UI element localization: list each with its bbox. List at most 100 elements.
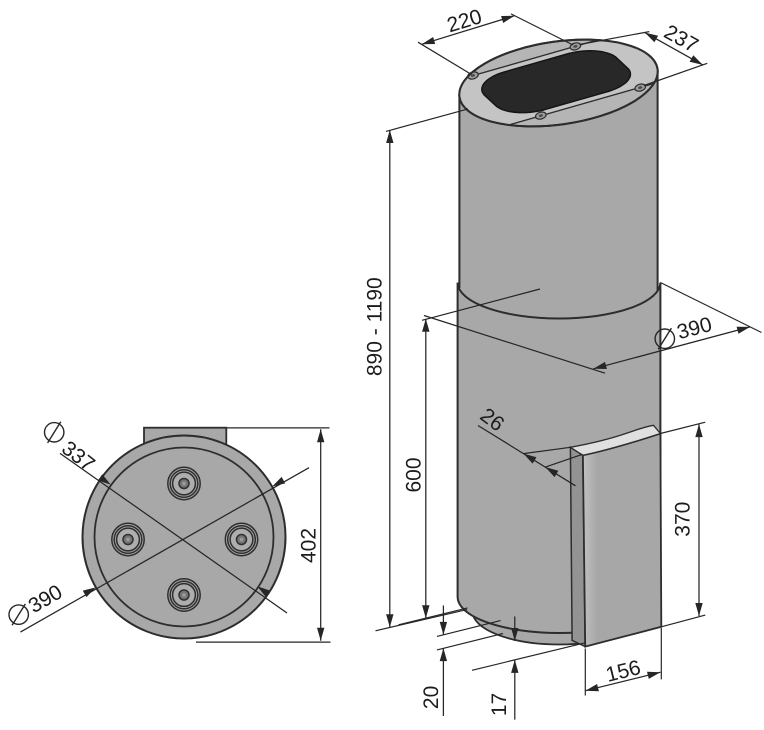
lamp-ring-outer — [224, 522, 259, 557]
lamp-ring-middle — [113, 524, 143, 555]
lamp-icon — [167, 466, 201, 501]
mounting-hole-center — [470, 74, 476, 77]
dim-156-arrow-left — [585, 684, 599, 692]
dim-402-label: 402 — [298, 528, 321, 563]
diameter-symbol-circle — [654, 328, 676, 350]
lamp-ring-middle — [169, 468, 199, 499]
diameter-symbol-circle — [8, 604, 30, 625]
dim-390iso-label: 390 — [675, 313, 715, 344]
diameter-symbol-slash — [11, 603, 26, 626]
chimney-body — [459, 70, 658, 326]
dim-20-label: 20 — [420, 686, 443, 709]
diameter-symbol-slash — [47, 421, 62, 444]
dim-600-ref-bottom — [398, 607, 468, 626]
dim-237-ext-right — [643, 62, 708, 87]
dim-156-label: 156 — [604, 656, 644, 687]
lamp-ring-outer — [167, 578, 201, 612]
dim-890-label: 890 - 1190 — [364, 277, 387, 376]
dim-337-line — [59, 452, 288, 614]
dim-600-arrow-top — [422, 318, 430, 332]
dim-890-arrow-top — [386, 130, 394, 143]
dim-337-label: 337 — [57, 437, 99, 477]
dim-17-arrow-top — [511, 628, 519, 641]
dim-600-arrow-bottom — [422, 605, 430, 619]
dim-337-arrow-lower — [257, 586, 270, 597]
dim-370-ext-bottom — [661, 614, 706, 628]
dim-20-arrow-top — [439, 621, 448, 635]
dim-390iso-arrow-right — [736, 326, 751, 334]
lamp-ring-outer — [167, 466, 201, 501]
dim-390bl-arrow-lower — [82, 587, 96, 598]
dim-600-ref-top — [421, 288, 541, 321]
dim-17-label: 17 — [488, 693, 511, 716]
dim-890-arrow-bottom — [386, 614, 394, 628]
lamp-ring-inner — [115, 527, 141, 552]
lamp-ring-middle — [169, 580, 199, 610]
dim-237-arrow-left — [644, 32, 659, 43]
lamp-bulb-highlight — [126, 537, 130, 542]
dim-390iso-ext-right — [660, 281, 762, 334]
dim-20-ref-top — [436, 620, 501, 637]
dim-220-ext-left — [417, 41, 472, 76]
dim-26-ext-back — [523, 446, 571, 455]
air-outlet-opening — [481, 50, 632, 114]
dim-220-arrow-left — [421, 37, 436, 45]
inner-circle — [93, 446, 275, 628]
diameter-symbol-icon — [8, 603, 30, 626]
bottom-view — [81, 426, 287, 640]
dim-390iso-line — [593, 326, 751, 370]
dim-390bl-label: 390 — [25, 581, 67, 618]
lamp-ring-inner — [229, 527, 254, 552]
dim-26-ext-front — [545, 453, 583, 468]
lamp-bulb-highlight — [182, 593, 186, 597]
lamp-icon — [224, 522, 259, 557]
dim-390iso-arrow-left — [593, 361, 607, 369]
dim-390bl-arrow-upper — [272, 476, 286, 487]
dim-237-label: 237 — [660, 20, 702, 57]
lamp-icon — [111, 522, 145, 557]
dim-402-arrow-top — [317, 429, 325, 443]
dim-220-arrow-right — [501, 15, 515, 23]
lamp-ring-outer — [111, 522, 145, 557]
dim-17-ref — [471, 642, 586, 671]
lamp-bulb-highlight — [239, 537, 244, 542]
dim-20-ref-bottom — [436, 632, 504, 651]
diameter-symbol-icon — [43, 421, 65, 444]
iso-view — [453, 27, 664, 648]
dim-370-arrow-bottom — [695, 603, 703, 616]
dim-370-label: 370 — [671, 502, 694, 537]
dim-337-arrow-upper — [98, 474, 111, 485]
dim-390bl-line — [20, 467, 310, 633]
mounting-hole-center — [573, 45, 578, 48]
dim-390iso-ext-left — [423, 314, 606, 374]
dim-600-label: 600 — [403, 457, 426, 492]
mounting-hole-center — [638, 86, 643, 89]
mounting-hole-center — [538, 114, 543, 117]
lamp-icon — [167, 578, 201, 612]
top-face-rim — [458, 38, 659, 128]
dim-156-arrow-right — [647, 671, 661, 679]
dim-220-label: 220 — [444, 5, 484, 37]
diameter-symbol-slash — [657, 327, 672, 350]
lamp-ring-inner — [171, 582, 197, 608]
dim-370-arrow-top — [695, 424, 703, 438]
lamp-ring-inner — [171, 471, 197, 496]
panel-front-face — [581, 432, 663, 648]
dim-890-ref-bottom — [375, 609, 468, 632]
dim-890-ref-top — [385, 108, 469, 132]
diameter-symbol-circle — [43, 421, 65, 443]
dim-237-arrow-right — [689, 55, 703, 65]
dim-17-arrow-bottom — [511, 659, 519, 673]
dim-402-arrow-bottom — [317, 627, 325, 641]
dim-26-arrow-front — [545, 467, 559, 478]
lamp-bulb-highlight — [182, 481, 186, 486]
dim-220-line — [421, 15, 515, 45]
dim-220-ext-right — [510, 13, 574, 46]
dim-26-arrow-back — [523, 453, 537, 464]
diameter-symbol-icon — [654, 327, 676, 350]
panel-top-face — [568, 424, 662, 456]
dim-237-ext-left — [579, 31, 650, 46]
lamp-ring-middle — [226, 524, 257, 555]
